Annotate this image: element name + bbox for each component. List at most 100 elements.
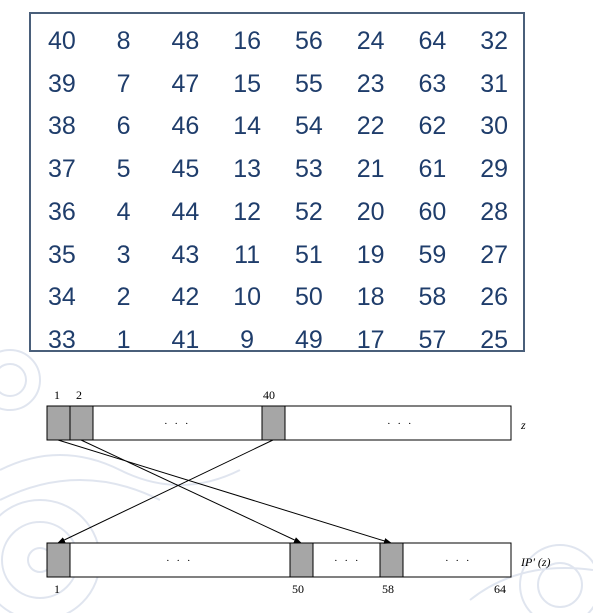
permutation-row: 37 5 45 13 53 21 61 29 bbox=[31, 148, 525, 191]
permutation-cell: 41 bbox=[171, 326, 200, 355]
permutation-cell: 29 bbox=[480, 155, 509, 184]
permutation-cell: 40 bbox=[47, 26, 76, 55]
top-bit-cell-1 bbox=[46, 405, 71, 441]
permutation-cell: 62 bbox=[418, 112, 447, 141]
permutation-cell: 22 bbox=[356, 112, 385, 141]
permutation-cell: 19 bbox=[356, 240, 385, 269]
permutation-cell: 7 bbox=[116, 69, 131, 98]
permutation-cell: 38 bbox=[47, 112, 76, 141]
permutation-cell: 11 bbox=[234, 240, 261, 269]
permutation-cell: 20 bbox=[356, 197, 385, 226]
arrow-bit-2-to-50 bbox=[80, 439, 302, 544]
permutation-cell: 48 bbox=[171, 26, 200, 55]
bottom-bit-cell-50 bbox=[289, 542, 314, 578]
permutation-cell: 50 bbox=[294, 283, 323, 312]
top-bar-label: z bbox=[520, 418, 526, 432]
top-bit-label-40: 40 bbox=[263, 388, 275, 402]
top-ellipsis-left: · · · bbox=[164, 418, 191, 430]
top-bit-cell-2 bbox=[69, 405, 94, 441]
bottom-bit-cell-1 bbox=[46, 542, 71, 578]
permutation-cell: 5 bbox=[116, 155, 131, 184]
bottom-ellipsis-right: · · · bbox=[445, 555, 472, 567]
bottom-bit-label-50: 50 bbox=[292, 582, 304, 596]
permutation-cell: 54 bbox=[294, 112, 323, 141]
permutation-cell: 47 bbox=[171, 69, 200, 98]
permutation-cell: 46 bbox=[171, 112, 200, 141]
permutation-cell: 56 bbox=[294, 26, 323, 55]
permutation-row: 33 1 41 9 49 17 57 25 bbox=[31, 319, 525, 362]
bottom-bar-outline bbox=[46, 542, 512, 578]
top-bit-cell-40 bbox=[261, 405, 286, 441]
top-bit-bar: 1 2 40 · · · · · · z bbox=[46, 388, 526, 441]
permutation-cell: 61 bbox=[418, 155, 447, 184]
permutation-cell: 39 bbox=[47, 69, 76, 98]
permutation-cell: 35 bbox=[47, 240, 76, 269]
permutation-cell: 53 bbox=[294, 155, 323, 184]
permutation-cell: 49 bbox=[294, 326, 323, 355]
permutation-cell: 43 bbox=[171, 240, 200, 269]
arrow-bit-40-to-1 bbox=[57, 439, 274, 544]
permutation-row: 34 2 42 10 50 18 58 26 bbox=[31, 277, 525, 320]
permutation-cell: 28 bbox=[480, 197, 509, 226]
top-ellipsis-right: · · · bbox=[387, 418, 414, 430]
permutation-cell: 23 bbox=[356, 69, 385, 98]
permutation-cell: 4 bbox=[116, 197, 131, 226]
permutation-cell: 52 bbox=[294, 197, 323, 226]
permutation-cell: 1 bbox=[116, 326, 131, 355]
top-bit-label-2: 2 bbox=[76, 388, 82, 402]
permutation-cell: 2 bbox=[116, 283, 131, 312]
permutation-cell: 25 bbox=[480, 326, 509, 355]
bottom-bar-label: IP' (z) bbox=[520, 555, 551, 569]
permutation-cell: 44 bbox=[171, 197, 200, 226]
permutation-cell: 58 bbox=[418, 283, 447, 312]
permutation-cell: 16 bbox=[233, 26, 262, 55]
permutation-cell: 26 bbox=[480, 283, 509, 312]
permutation-cell: 12 bbox=[233, 197, 262, 226]
permutation-cell: 64 bbox=[418, 26, 447, 55]
permutation-cell: 9 bbox=[240, 326, 255, 355]
permutation-cell: 18 bbox=[356, 283, 385, 312]
bottom-bit-bar: 1 50 58 64 · · · · · · · · · IP' (z) bbox=[46, 542, 551, 596]
permutation-cell: 30 bbox=[480, 112, 509, 141]
permutation-cell: 31 bbox=[480, 69, 509, 98]
bottom-bit-label-1: 1 bbox=[54, 582, 60, 596]
permutation-cell: 17 bbox=[356, 326, 385, 355]
permutation-cell: 55 bbox=[294, 69, 323, 98]
permutation-cell: 21 bbox=[356, 155, 385, 184]
permutation-cell: 10 bbox=[233, 283, 262, 312]
permutation-cell: 36 bbox=[47, 197, 76, 226]
top-bit-label-1: 1 bbox=[54, 388, 60, 402]
permutation-cell: 60 bbox=[418, 197, 447, 226]
permutation-cell: 3 bbox=[116, 240, 131, 269]
permutation-cell: 51 bbox=[294, 240, 323, 269]
permutation-cell: 59 bbox=[418, 240, 447, 269]
permutation-cell: 6 bbox=[116, 112, 131, 141]
permutation-cell: 8 bbox=[116, 26, 131, 55]
permutation-row: 39 7 47 15 55 23 63 31 bbox=[31, 63, 525, 106]
permutation-cell: 15 bbox=[233, 69, 262, 98]
permutation-row: 35 3 43 11 51 19 59 27 bbox=[31, 234, 525, 277]
permutation-cell: 37 bbox=[47, 155, 76, 184]
permutation-cell: 57 bbox=[418, 326, 447, 355]
permutation-cell: 63 bbox=[418, 69, 447, 98]
permutation-cell: 42 bbox=[171, 283, 200, 312]
permutation-cell: 27 bbox=[480, 240, 509, 269]
permutation-cell: 13 bbox=[233, 155, 262, 184]
permutation-cell: 34 bbox=[47, 283, 76, 312]
bottom-ellipsis-left: · · · bbox=[166, 555, 193, 567]
permutation-cell: 45 bbox=[171, 155, 200, 184]
bottom-bit-cell-58 bbox=[379, 542, 404, 578]
bottom-bit-label-58: 58 bbox=[382, 582, 394, 596]
bottom-bit-label-64: 64 bbox=[494, 582, 506, 596]
arrow-bit-1-to-58 bbox=[57, 439, 392, 544]
permutation-cell: 24 bbox=[356, 26, 385, 55]
permutation-row: 38 6 46 14 54 22 62 30 bbox=[31, 106, 525, 149]
permutation-cell: 14 bbox=[233, 112, 262, 141]
permutation-cell: 32 bbox=[480, 26, 509, 55]
permutation-cell: 33 bbox=[47, 326, 76, 355]
